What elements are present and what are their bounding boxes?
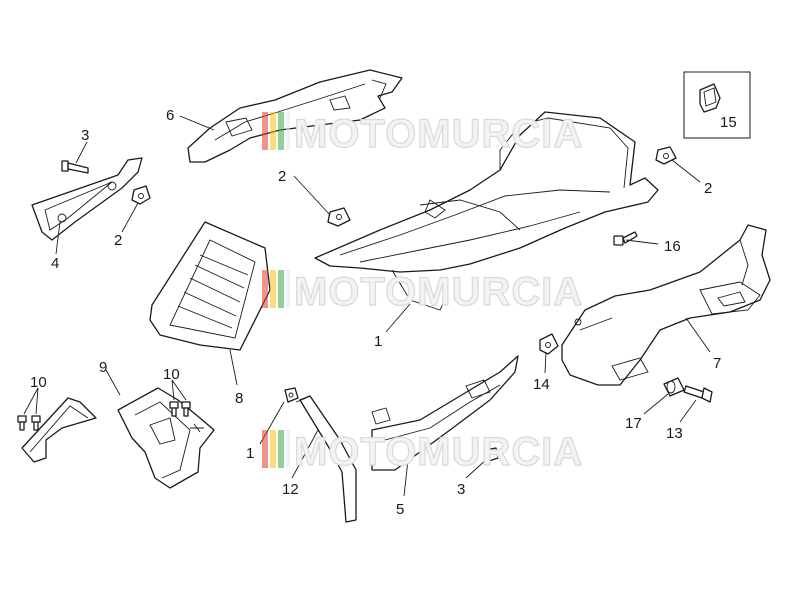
watermark-stripe [286,112,290,150]
watermark-stripe [270,112,276,150]
watermark-stripe [286,270,290,308]
part-10-screws-left [17,415,41,431]
callout-9: 9 [99,359,107,376]
part-7-rear-bracket [561,224,771,386]
callout-16: 16 [664,238,681,255]
callout-7: 7 [713,355,721,372]
callout-14: 14 [533,376,550,393]
callout-6: 6 [166,107,174,124]
watermark-top: MOTOMURCIA [262,111,583,157]
watermark-middle: MOTOMURCIA [262,269,583,315]
watermark-stripe [286,430,290,468]
callout-3-left: 3 [81,127,89,144]
part-2-clip-center [327,207,351,227]
watermark-text: MOTOMURCIA [294,270,583,314]
watermark-stripe [262,270,268,308]
watermark-stripe [262,112,268,150]
part-2-clip-right [655,146,677,165]
callout-1: 1 [374,333,382,350]
callout-4: 4 [51,255,59,272]
part-14-clip [539,333,559,355]
watermark-stripe [278,270,284,308]
part-5-lower-bracket [371,355,519,471]
watermark-text: MOTOMURCIA [294,112,583,156]
part-12-hose [295,395,357,523]
part-1-hose-clip [284,387,299,403]
callout-3-right: 3 [457,481,465,498]
callout-13: 13 [666,425,683,442]
callout-15: 15 [720,114,737,131]
callout-17: 17 [625,415,642,432]
watermark-stripe [278,430,284,468]
leader-lines [23,115,711,497]
callout-10-right: 10 [163,366,180,383]
watermark-bottom: MOTOMURCIA [262,429,583,475]
watermark-stripe [270,270,276,308]
part-15-inset [683,71,751,139]
watermark-stripe [270,430,276,468]
part-1-undertray [314,111,659,311]
callout-8: 8 [235,390,243,407]
part-16-screw [613,231,638,246]
part-10-screws-right [169,401,191,417]
watermark-stripe [278,112,284,150]
callout-12: 12 [282,481,299,498]
callout-2-center: 2 [278,168,286,185]
callout-2-left: 2 [114,232,122,249]
part-17-spacer [663,377,685,397]
part-13-bolt [683,385,713,403]
part-3-screw-left [61,160,89,174]
part-9-cover-plate [117,387,215,489]
part-2-clip-left [131,185,151,205]
callout-10-left: 10 [30,374,47,391]
callout-2-right: 2 [704,180,712,197]
part-8-splash-guard [149,221,271,351]
part-9-bracket-plate [21,397,97,463]
watermark-stripe [262,430,268,468]
watermark-text: MOTOMURCIA [294,430,583,474]
callout-1-hose-clip: 1 [246,445,254,462]
part-4-bracket [31,157,143,241]
callouts: 1 1 2 2 2 3 3 4 5 6 7 8 9 10 10 12 13 14… [30,107,737,518]
callout-5: 5 [396,501,404,518]
